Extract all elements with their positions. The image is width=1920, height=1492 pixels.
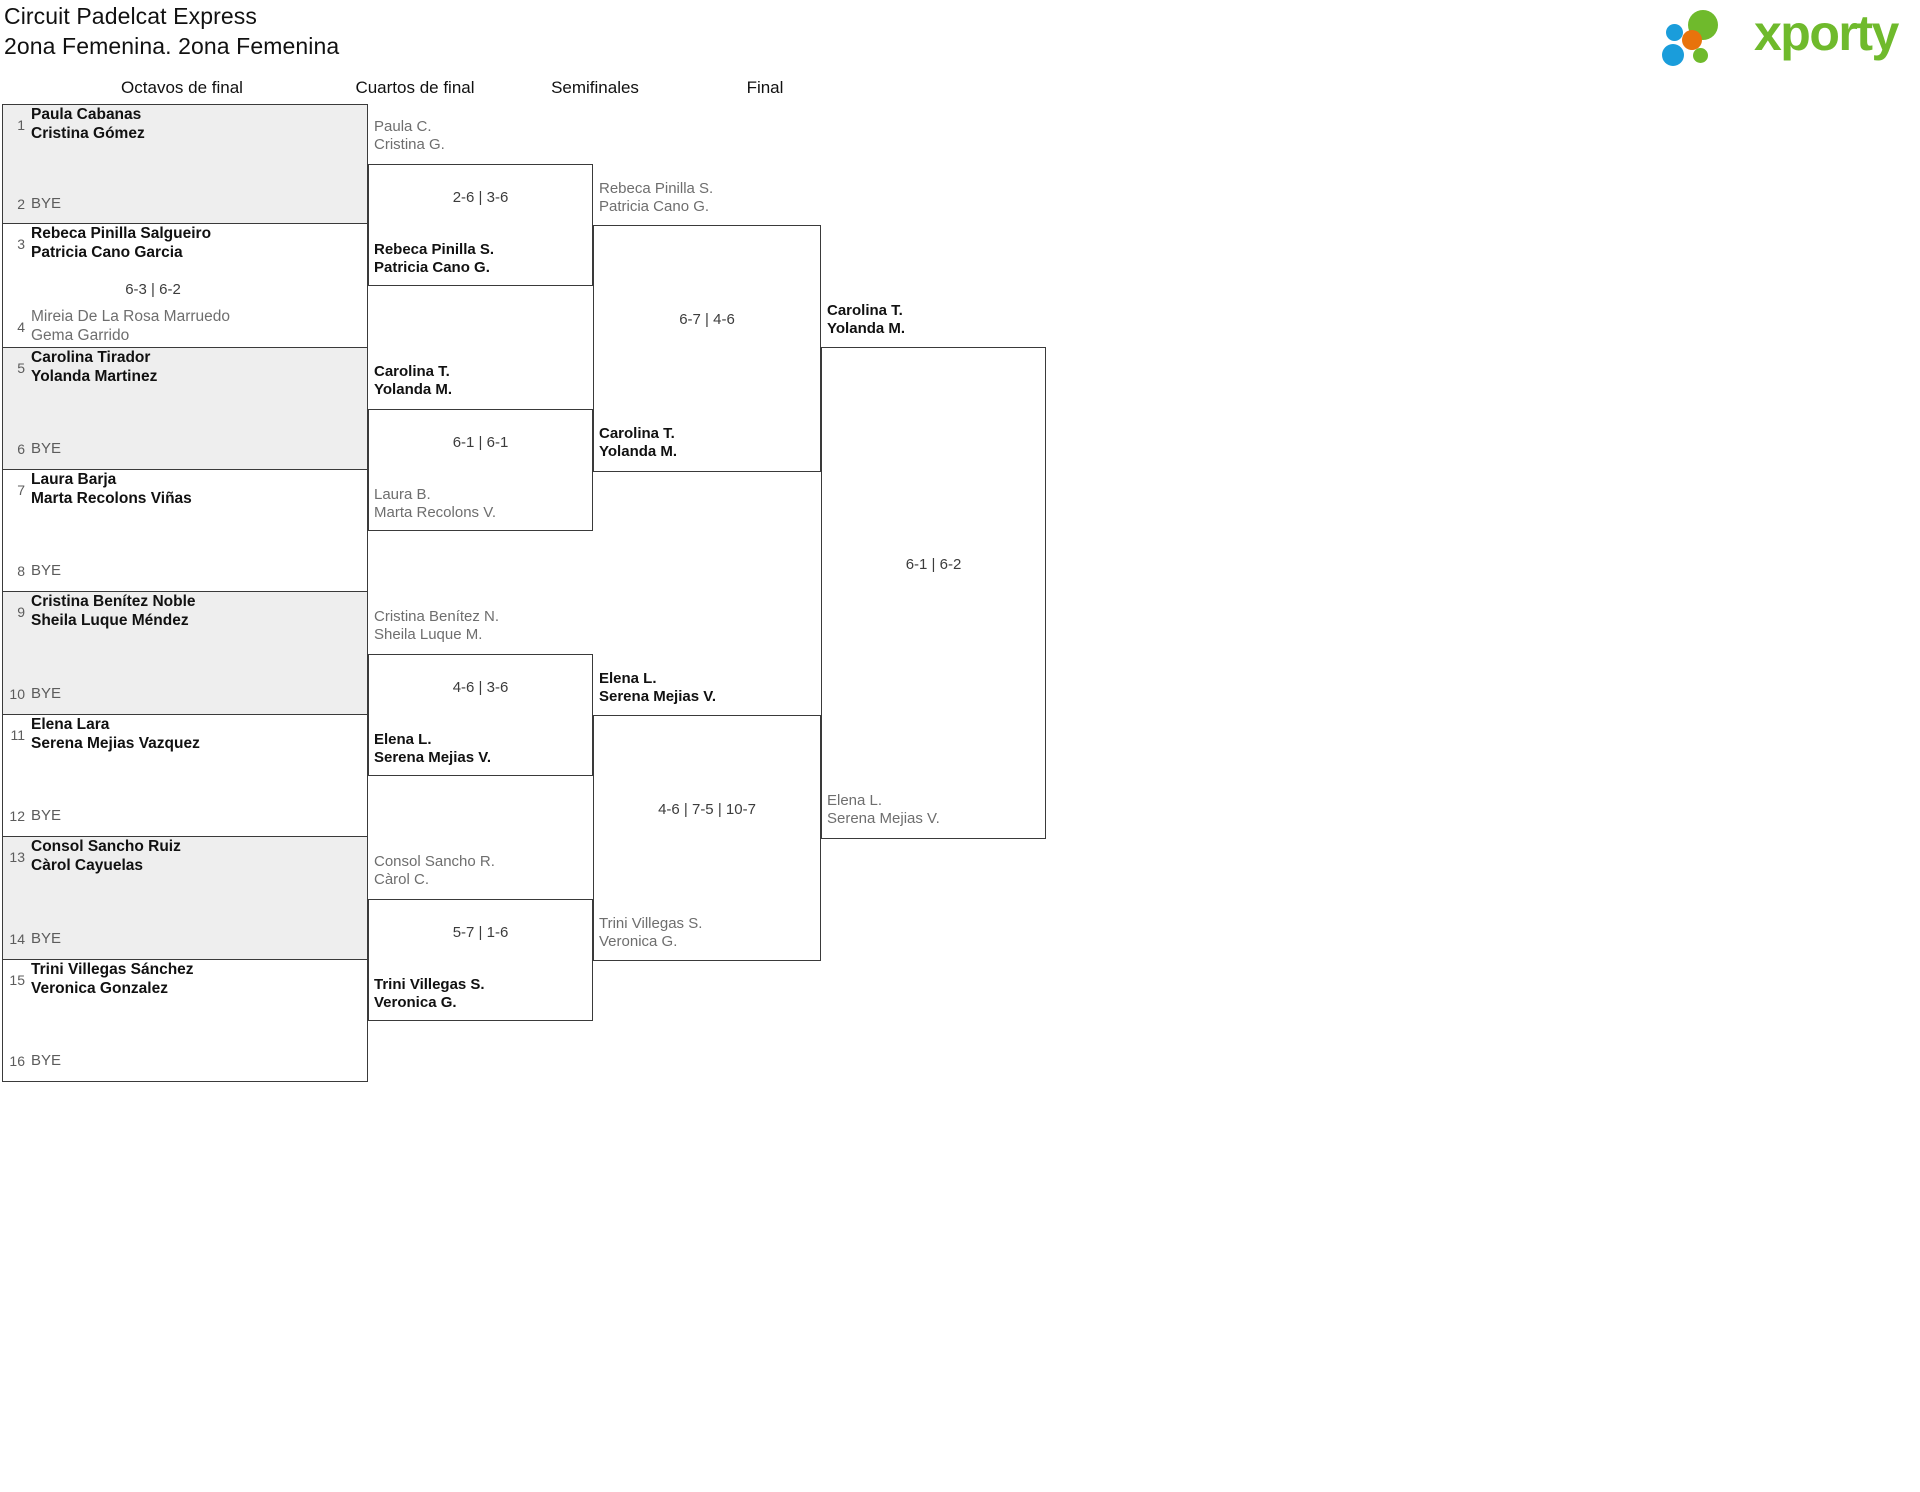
team-names: BYE bbox=[31, 439, 62, 457]
r16-entry-7[interactable]: 7 Laura Barja Marta Recolons Viñas bbox=[3, 470, 367, 510]
team-names: Consol Sancho Ruiz Càrol Cayuelas bbox=[31, 838, 181, 874]
r16-entry-1[interactable]: 1 Paula Cabanas Cristina Gómez bbox=[3, 105, 367, 145]
final-score: 6-1 | 6-2 bbox=[905, 556, 962, 573]
seed-number: 10 bbox=[9, 686, 25, 702]
team-names: Trini Villegas Sánchez Veronica Gonzalez bbox=[31, 961, 194, 997]
team-names: BYE bbox=[31, 194, 62, 212]
r16-pair-7[interactable]: 13 Consol Sancho Ruiz Càrol Cayuelas 14 … bbox=[2, 837, 368, 960]
r16-pair-8[interactable]: 15 Trini Villegas Sánchez Veronica Gonza… bbox=[2, 960, 368, 1082]
seed-number: 8 bbox=[17, 563, 25, 579]
r16-entry-9[interactable]: 9 Cristina Benítez Noble Sheila Luque Mé… bbox=[3, 592, 367, 632]
qf-match-2-score: 6-1 | 6-1 bbox=[452, 434, 509, 451]
seed-number: 2 bbox=[17, 196, 25, 212]
qf-match-3-score: 4-6 | 3-6 bbox=[452, 679, 509, 696]
r16-entry-2[interactable]: 2 BYE bbox=[3, 184, 367, 224]
r16-entry-16[interactable]: 16 BYE bbox=[3, 1041, 367, 1081]
seed-number: 4 bbox=[17, 319, 25, 335]
r16-entry-4[interactable]: 4 Mireia De La Rosa Marruedo Gema Garrid… bbox=[3, 307, 367, 347]
seed-number: 14 bbox=[9, 931, 25, 947]
final-bottom-team: Elena L. Serena Mejias V. bbox=[827, 792, 940, 828]
qf-match-1-box[interactable] bbox=[368, 164, 593, 286]
round-header-octavos: Octavos de final bbox=[121, 78, 243, 97]
logo-dot-blue-small bbox=[1666, 24, 1683, 41]
r16-pair-2[interactable]: 3 Rebeca Pinilla Salgueiro Patricia Cano… bbox=[2, 224, 368, 348]
team-names: Cristina Benítez Noble Sheila Luque Ménd… bbox=[31, 593, 196, 629]
page-title: Circuit Padelcat Express 2ona Femenina. … bbox=[4, 2, 339, 62]
sf-match-1-bottom-team: Carolina T. Yolanda M. bbox=[599, 425, 678, 461]
logo-dot-green-small bbox=[1693, 48, 1708, 63]
team-names: BYE bbox=[31, 806, 62, 824]
seed-number: 12 bbox=[9, 808, 25, 824]
round-header-semis: Semifinales bbox=[551, 78, 639, 97]
r16-pair-5[interactable]: 9 Cristina Benítez Noble Sheila Luque Mé… bbox=[2, 592, 368, 715]
sf-match-1-score: 6-7 | 4-6 bbox=[679, 311, 735, 328]
r16-entry-3[interactable]: 3 Rebeca Pinilla Salgueiro Patricia Cano… bbox=[3, 224, 367, 264]
r16-entry-6[interactable]: 6 BYE bbox=[3, 429, 367, 469]
team-names: Elena Lara Serena Mejias Vazquez bbox=[31, 716, 200, 752]
qf-match-4-box[interactable] bbox=[368, 899, 593, 1021]
r16-pair-1[interactable]: 1 Paula Cabanas Cristina Gómez 2 BYE bbox=[2, 104, 368, 224]
seed-number: 1 bbox=[17, 117, 25, 133]
r16-entry-11[interactable]: 11 Elena Lara Serena Mejias Vazquez bbox=[3, 715, 367, 755]
seed-number: 5 bbox=[17, 360, 25, 376]
r16-pair-3[interactable]: 5 Carolina Tirador Yolanda Martinez 6 BY… bbox=[2, 348, 368, 470]
round-header-final: Final bbox=[746, 78, 784, 97]
qf-match-4-score: 5-7 | 1-6 bbox=[452, 924, 509, 941]
sf-match-2-top-team: Elena L. Serena Mejias V. bbox=[599, 670, 717, 706]
logo-dot-orange bbox=[1682, 30, 1702, 50]
seed-number: 11 bbox=[10, 727, 25, 743]
qf-match-2-box[interactable] bbox=[368, 409, 593, 531]
r16-entry-14[interactable]: 14 BYE bbox=[3, 919, 367, 959]
seed-number: 9 bbox=[17, 604, 25, 620]
team-names: BYE bbox=[31, 929, 62, 947]
sf-match-2-score: 4-6 | 7-5 | 10-7 bbox=[658, 801, 756, 818]
final-match-box[interactable] bbox=[821, 347, 1046, 839]
sf-match-2-box[interactable] bbox=[593, 715, 821, 961]
r16-pair-6[interactable]: 11 Elena Lara Serena Mejias Vazquez 12 B… bbox=[2, 715, 368, 837]
qf-match-1-score: 2-6 | 3-6 bbox=[452, 189, 509, 206]
r16-pair-4[interactable]: 7 Laura Barja Marta Recolons Viñas 8 BYE bbox=[2, 470, 368, 592]
team-names: Carolina Tirador Yolanda Martinez bbox=[31, 349, 158, 385]
qf-match-3-box[interactable] bbox=[368, 654, 593, 776]
r16-entry-12[interactable]: 12 BYE bbox=[3, 796, 367, 836]
team-names: Rebeca Pinilla Salgueiro Patricia Cano G… bbox=[31, 225, 212, 261]
qf-match-2-top-team: Carolina T. Yolanda M. bbox=[374, 363, 453, 399]
r16-entry-10[interactable]: 10 BYE bbox=[3, 674, 367, 714]
seed-number: 16 bbox=[9, 1053, 25, 1069]
r16-entry-5[interactable]: 5 Carolina Tirador Yolanda Martinez bbox=[3, 348, 367, 388]
seed-number: 15 bbox=[9, 972, 25, 988]
seed-number: 7 bbox=[17, 482, 25, 498]
qf-match-4-top-team: Consol Sancho R. Càrol C. bbox=[374, 853, 495, 889]
sf-match-1-box[interactable] bbox=[593, 225, 821, 472]
team-names: BYE bbox=[31, 561, 62, 579]
qf-match-3-bottom-team: Elena L. Serena Mejias V. bbox=[374, 731, 492, 767]
team-names: BYE bbox=[31, 1051, 62, 1069]
xporty-logo: xporty bbox=[1662, 5, 1902, 66]
logo-dot-blue-large bbox=[1662, 44, 1684, 66]
r16-entry-8[interactable]: 8 BYE bbox=[3, 551, 367, 591]
sf-match-2-bottom-team: Trini Villegas S. Veronica G. bbox=[599, 915, 703, 951]
final-top-team: Carolina T. Yolanda M. bbox=[827, 302, 906, 338]
qf-match-1-top-team: Paula C. Cristina G. bbox=[374, 118, 445, 154]
seed-number: 6 bbox=[17, 441, 25, 457]
team-names: BYE bbox=[31, 684, 62, 702]
tournament-category: 2ona Femenina. 2ona Femenina bbox=[4, 32, 340, 59]
team-names: Mireia De La Rosa Marruedo Gema Garrido bbox=[31, 308, 231, 344]
sf-match-1-top-team: Rebeca Pinilla S. Patricia Cano G. bbox=[599, 180, 714, 216]
seed-number: 3 bbox=[17, 236, 25, 252]
qf-match-3-top-team: Cristina Benítez N. Sheila Luque M. bbox=[374, 608, 500, 644]
r16-score-1: 6-3 | 6-2 bbox=[125, 281, 181, 298]
team-names: Laura Barja Marta Recolons Viñas bbox=[31, 471, 192, 507]
round-header-cuartos: Cuartos de final bbox=[355, 78, 475, 97]
team-names: Paula Cabanas Cristina Gómez bbox=[31, 106, 145, 142]
logo-wordmark: xporty bbox=[1754, 5, 1899, 61]
qf-match-4-bottom-team: Trini Villegas S. Veronica G. bbox=[374, 976, 485, 1012]
r16-entry-15[interactable]: 15 Trini Villegas Sánchez Veronica Gonza… bbox=[3, 960, 367, 1000]
seed-number: 13 bbox=[9, 849, 25, 865]
qf-match-2-bottom-team: Laura B. Marta Recolons V. bbox=[374, 486, 497, 522]
r16-entry-13[interactable]: 13 Consol Sancho Ruiz Càrol Cayuelas bbox=[3, 837, 367, 877]
qf-match-1-bottom-team: Rebeca Pinilla S. Patricia Cano G. bbox=[374, 241, 495, 277]
tournament-name: Circuit Padelcat Express bbox=[4, 3, 257, 29]
